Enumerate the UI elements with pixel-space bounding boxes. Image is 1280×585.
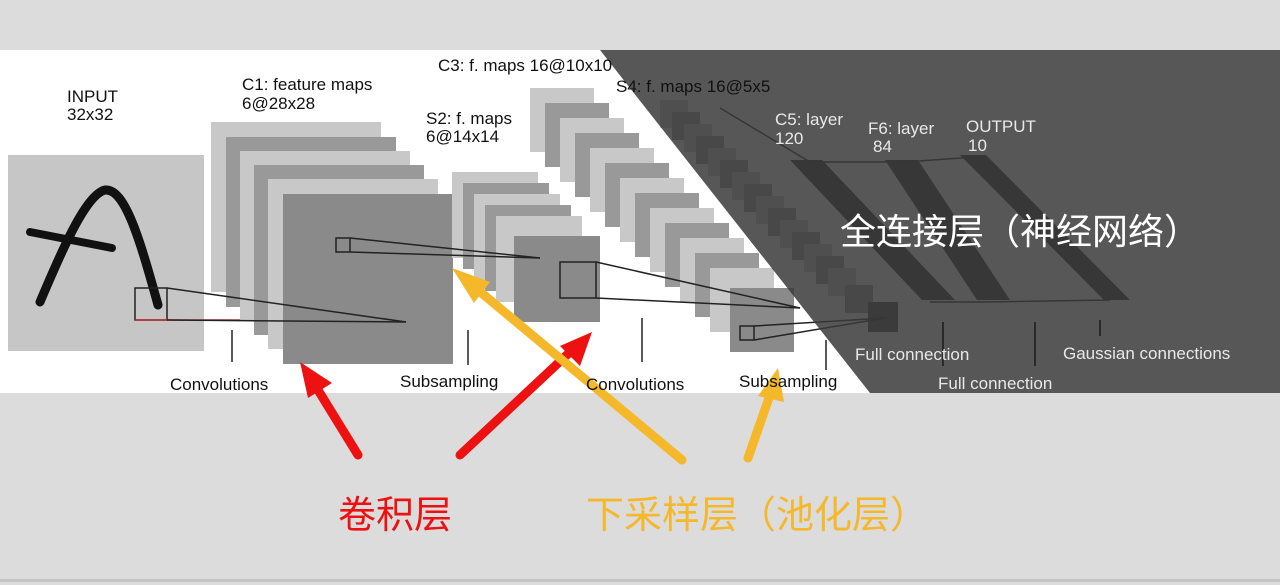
op-convolutions-1: Convolutions — [170, 375, 269, 394]
op-full-connection-2: Full connection — [938, 374, 1053, 393]
fully-connected-annotation: 全连接层（神经网络） — [840, 212, 1201, 253]
c5-label: C5: layer — [775, 110, 844, 129]
pooling-layer-annotation: 下采样层（池化层） — [586, 493, 929, 537]
conv-layer-annotation: 卷积层 — [338, 493, 453, 537]
input-image — [8, 155, 204, 351]
letter-a-stroke — [35, 185, 163, 310]
s2-stack — [452, 172, 600, 322]
output-size: 10 — [968, 136, 987, 155]
c3-label: C3: f. maps 16@10x10 — [438, 56, 613, 75]
conv-arrows — [300, 332, 592, 460]
c1-stack — [211, 122, 453, 364]
op-subsampling-2: Subsampling — [739, 372, 838, 391]
f6-label: F6: layer — [868, 119, 935, 138]
dark-overlay — [600, 50, 1280, 393]
operation-ticks — [231, 318, 827, 370]
letter-a-crossbar — [26, 228, 116, 252]
operation-ticks-dark — [942, 320, 1101, 366]
pool-arrows — [452, 268, 784, 465]
s2-size: 6@14x14 — [426, 127, 500, 146]
slide-bottom-border — [0, 579, 1280, 582]
op-full-connection-1: Full connection — [855, 345, 970, 364]
c1-label: C1: feature maps — [242, 75, 373, 94]
input-size: 32x32 — [67, 105, 114, 124]
c1-size: 6@28x28 — [242, 94, 316, 113]
c5-size: 120 — [775, 129, 804, 148]
s2-label: S2: f. maps — [426, 109, 512, 128]
op-convolutions-2: Convolutions — [586, 375, 685, 394]
f6-size: 84 — [873, 137, 892, 156]
op-subsampling-1: Subsampling — [400, 372, 499, 391]
op-gaussian-connections: Gaussian connections — [1063, 344, 1231, 363]
s4-label: S4: f. maps 16@5x5 — [616, 77, 771, 96]
output-label: OUTPUT — [966, 117, 1036, 136]
input-label: INPUT — [67, 87, 118, 106]
